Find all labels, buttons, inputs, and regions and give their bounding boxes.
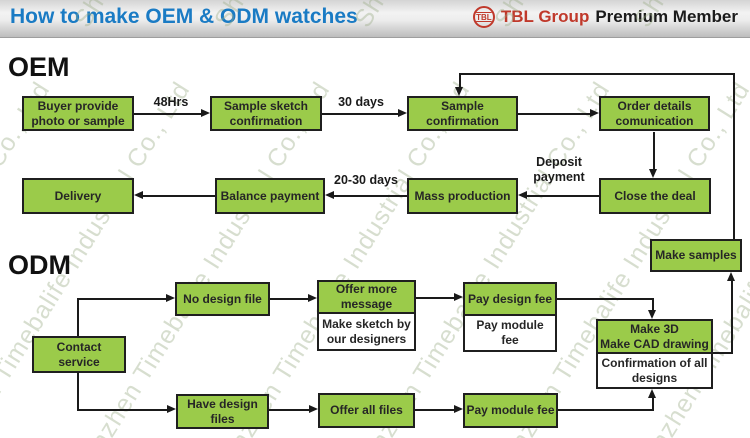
flow-box-offer-more-message: Offer more message <box>317 280 416 314</box>
flow-box-confirmation-all-designs: Confirmation of all designs <box>596 352 713 389</box>
arrowhead-right-icon <box>166 294 175 302</box>
flow-box-sample-sketch: Sample sketch confirmation <box>210 96 322 131</box>
arrowhead-right-icon <box>454 405 463 413</box>
arrow-nodesign-to-offermore <box>270 298 308 300</box>
arrow-paymodule-to-confirmation-v <box>652 398 654 411</box>
arrow-buyer-to-sketch <box>134 113 201 115</box>
flow-box-buyer-provide: Buyer provide photo or sample <box>22 96 134 131</box>
arrow-contact-down-vertical <box>77 372 79 410</box>
flow-box-contact-service: Contact service <box>32 336 126 373</box>
page-title: How to make OEM & ODM watches <box>10 5 358 28</box>
arrow-label-48hrs: 48Hrs <box>153 95 189 109</box>
flow-box-no-design-file: No design file <box>175 282 270 316</box>
arrowhead-down-icon <box>648 310 656 319</box>
odm-section-title: ODM <box>8 250 71 280</box>
arrowhead-down-icon <box>455 87 463 96</box>
feedback-line-drop <box>459 74 461 88</box>
flow-box-make-sketch-designers: Make sketch by our designers <box>317 312 416 351</box>
arrow-contact-to-nodesign <box>77 298 166 300</box>
arrow-label-30days: 30 days <box>338 95 384 109</box>
arrow-contact-up-vertical <box>77 299 79 336</box>
arrow-sketch-to-sample-confirm <box>322 113 398 115</box>
flow-box-delivery: Delivery <box>22 178 134 214</box>
arrow-paymodule-to-confirmation-h <box>558 409 654 411</box>
arrow-paydesign-to-make3d-h <box>557 298 654 300</box>
arrowhead-up-icon <box>727 272 735 281</box>
arrow-havefiles-to-offerall <box>269 409 309 411</box>
arrowhead-right-icon <box>590 109 599 117</box>
flow-box-balance-payment: Balance payment <box>215 178 325 214</box>
oem-section-title: OEM <box>8 52 70 82</box>
arrow-make3d-to-samples-h <box>713 352 733 354</box>
feedback-line-horizontal <box>459 73 735 75</box>
flow-box-mass-production: Mass production <box>407 178 518 214</box>
company-logo: TBL TBL Group Premium Member <box>472 6 738 28</box>
arrow-label-deposit-payment: Deposit payment <box>533 155 585 184</box>
arrow-balance-to-delivery <box>143 195 215 197</box>
arrowhead-left-icon <box>518 191 527 199</box>
arrowhead-right-icon <box>309 405 318 413</box>
tbl-logo-icon: TBL <box>472 6 495 28</box>
arrow-order-to-close <box>653 132 655 169</box>
arrow-contact-to-havefiles <box>77 409 167 411</box>
arrowhead-right-icon <box>308 294 317 302</box>
make-3d-line2: Make CAD drawing <box>600 336 709 351</box>
flow-box-make-samples: Make samples <box>650 239 742 272</box>
flow-box-pay-module-fee: Pay module fee <box>463 393 558 428</box>
arrowhead-left-icon <box>134 191 143 199</box>
arrow-mass-to-balance <box>334 195 407 197</box>
arrowhead-right-icon <box>167 405 176 413</box>
flow-box-pay-module-fee-sub: Pay module fee <box>463 314 557 352</box>
arrowhead-right-icon <box>454 293 463 301</box>
tbl-logo-letters: TBL <box>476 12 492 22</box>
arrow-sample-confirm-to-order <box>518 113 590 115</box>
flow-box-order-details: Order details comunication <box>599 96 710 131</box>
arrow-offerall-to-paymodule <box>415 409 454 411</box>
arrowhead-left-icon <box>325 191 334 199</box>
flow-box-offer-all-files: Offer all files <box>318 393 415 428</box>
logo-member-text: Premium Member <box>595 7 738 26</box>
arrow-offermore-to-paydesign <box>416 297 454 299</box>
arrowhead-right-icon <box>201 109 210 117</box>
arrow-close-to-mass <box>527 195 599 197</box>
logo-group-text: TBL Group <box>500 7 590 26</box>
flow-box-pay-design-fee: Pay design fee <box>463 282 557 316</box>
feedback-line-vertical <box>733 73 735 239</box>
flow-box-sample-confirmation: Sample confirmation <box>407 96 518 131</box>
arrow-make3d-to-samples-v <box>731 281 733 354</box>
arrow-label-2030days: 20-30 days <box>334 173 398 187</box>
arrowhead-right-icon <box>398 109 407 117</box>
flow-box-have-design-files: Have design files <box>176 394 269 429</box>
flow-box-close-the-deal: Close the deal <box>599 178 711 214</box>
make-3d-line1: Make 3D <box>630 321 679 336</box>
flow-box-make-3d-cad: Make 3D Make CAD drawing <box>596 319 713 354</box>
arrow-paydesign-to-make3d-v <box>652 298 654 310</box>
arrowhead-up-icon <box>648 389 656 398</box>
arrowhead-down-icon <box>649 169 657 178</box>
header-bar: How to make OEM & ODM watches TBL TBL Gr… <box>0 0 750 38</box>
